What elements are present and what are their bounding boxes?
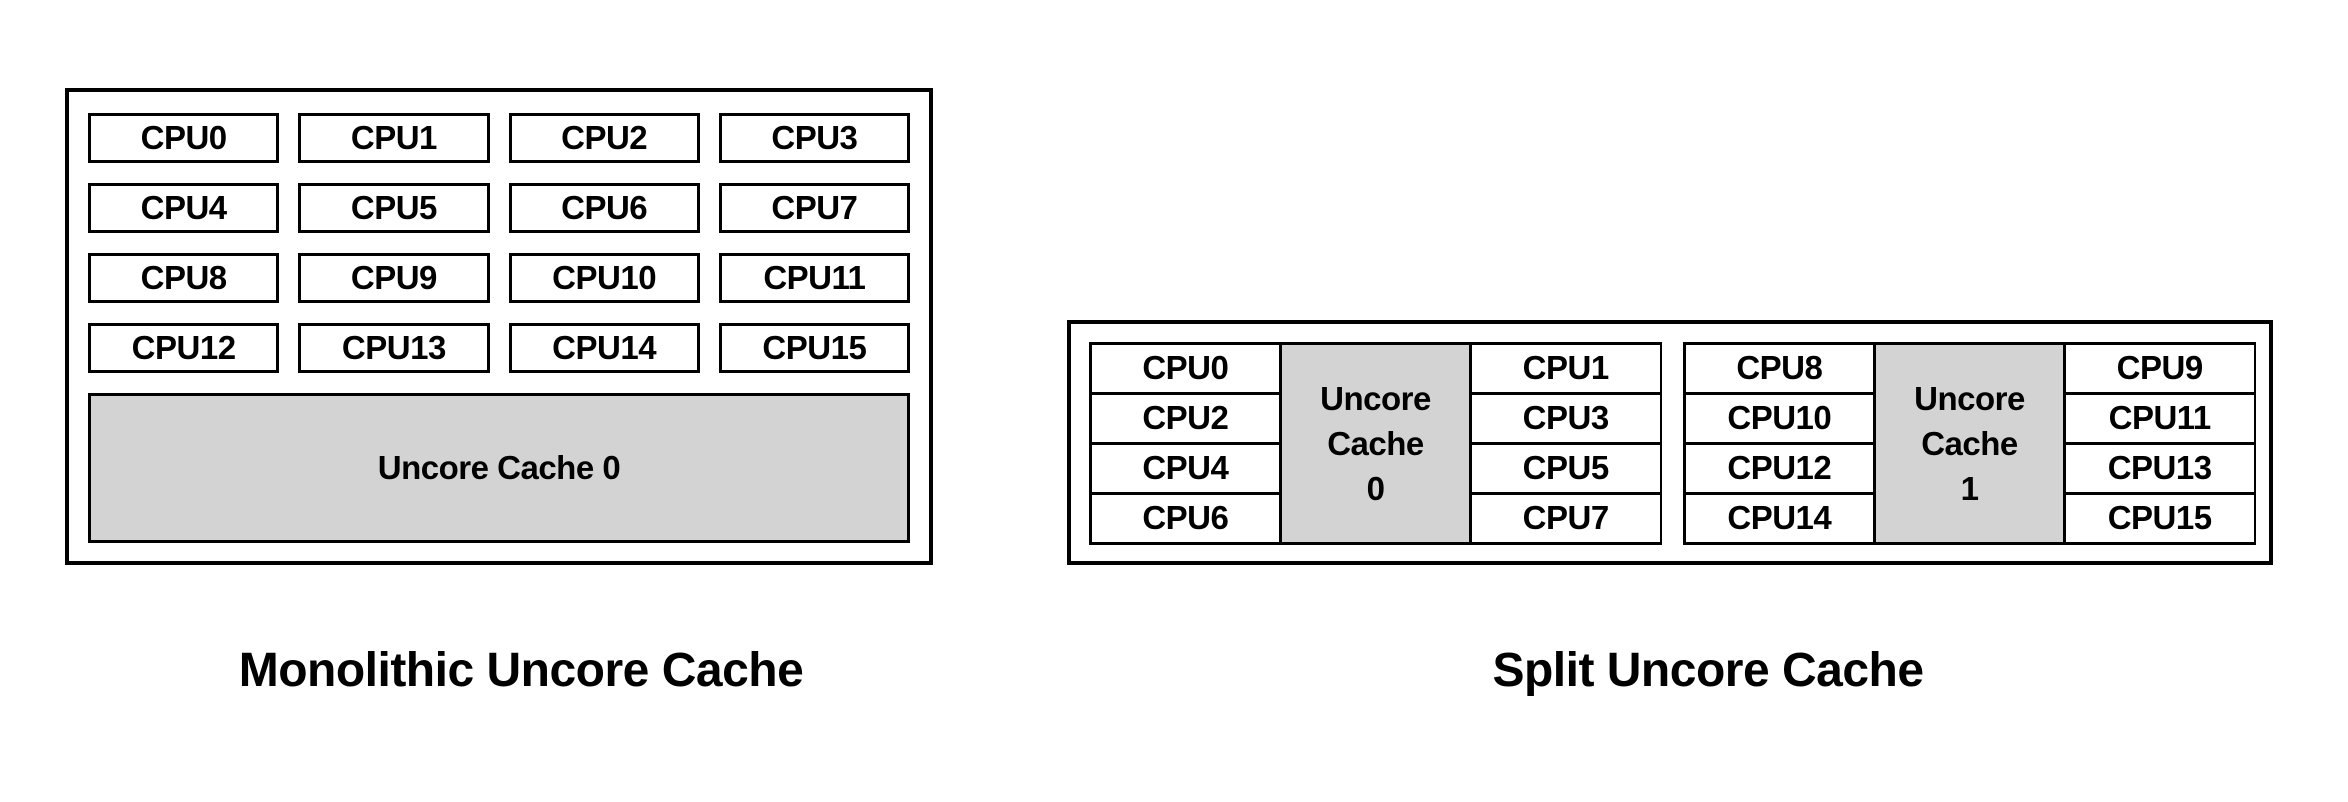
cpu-cell: CPU2 <box>1091 394 1280 442</box>
cpu-cell: CPU9 <box>298 253 490 303</box>
caption-split: Split Uncore Cache <box>1492 644 1924 697</box>
uncore-cache-line: 0 <box>1366 469 1385 507</box>
cpu-cell: CPU11 <box>718 253 910 303</box>
uncore-cache-line: Cache <box>1921 424 2018 462</box>
uncore-cache-line: Uncore <box>1914 379 2025 417</box>
cpu-cell: CPU2 <box>508 113 700 163</box>
cpu-cell: CPU10 <box>508 253 700 303</box>
cpu-cell: CPU6 <box>1091 494 1280 542</box>
cpu-cell: CPU15 <box>2065 494 2254 542</box>
uncore-cache-line: 1 <box>1960 469 1979 507</box>
monolithic-diagram: CPU0 CPU1 CPU2 CPU3 CPU4 CPU5 CPU6 CPU7 … <box>65 88 933 565</box>
cpu-cell: CPU3 <box>1471 394 1660 442</box>
cpu-cell: CPU9 <box>2065 344 2254 392</box>
cpu-cell: CPU10 <box>1685 394 1874 442</box>
cpu-cell: CPU15 <box>718 323 910 373</box>
cpu-cell: CPU11 <box>2065 394 2254 442</box>
cpu-cell: CPU12 <box>1685 444 1874 492</box>
cpu-cell: CPU7 <box>1471 494 1660 542</box>
cpu-cell: CPU8 <box>88 253 280 303</box>
monolithic-cpu-grid: CPU0 CPU1 CPU2 CPU3 CPU4 CPU5 CPU6 CPU7 … <box>88 113 910 373</box>
split-group-0: CPU0 Uncore Cache 0 CPU1 CPU2 CPU3 CPU4 … <box>1089 342 1662 545</box>
uncore-cache-1-box: Uncore Cache 1 <box>1875 344 2064 542</box>
uncore-cache-0-box: Uncore Cache 0 <box>1281 344 1470 542</box>
cpu-cell: CPU3 <box>718 113 910 163</box>
cpu-cell: CPU4 <box>1091 444 1280 492</box>
cpu-cell: CPU0 <box>88 113 280 163</box>
uncore-cache-line: Uncore <box>1320 379 1431 417</box>
cpu-cell: CPU4 <box>88 183 280 233</box>
uncore-cache-line: Cache <box>1327 424 1424 462</box>
cpu-cell: CPU5 <box>1471 444 1660 492</box>
cpu-cell: CPU12 <box>88 323 280 373</box>
cpu-cell: CPU0 <box>1091 344 1280 392</box>
cpu-cell: CPU7 <box>718 183 910 233</box>
cpu-cell: CPU14 <box>508 323 700 373</box>
cpu-cell: CPU6 <box>508 183 700 233</box>
caption-monolithic: Monolithic Uncore Cache <box>238 644 804 697</box>
cpu-cell: CPU13 <box>298 323 490 373</box>
cpu-cell: CPU5 <box>298 183 490 233</box>
cpu-cell: CPU1 <box>298 113 490 163</box>
split-diagram: CPU0 Uncore Cache 0 CPU1 CPU2 CPU3 CPU4 … <box>1067 320 2273 565</box>
cpu-cell: CPU14 <box>1685 494 1874 542</box>
cpu-cell: CPU13 <box>2065 444 2254 492</box>
split-group-1: CPU8 Uncore Cache 1 CPU9 CPU10 CPU11 CPU… <box>1683 342 2256 545</box>
uncore-cache-0-box: Uncore Cache 0 <box>88 393 910 543</box>
cpu-cell: CPU8 <box>1685 344 1874 392</box>
cpu-cell: CPU1 <box>1471 344 1660 392</box>
